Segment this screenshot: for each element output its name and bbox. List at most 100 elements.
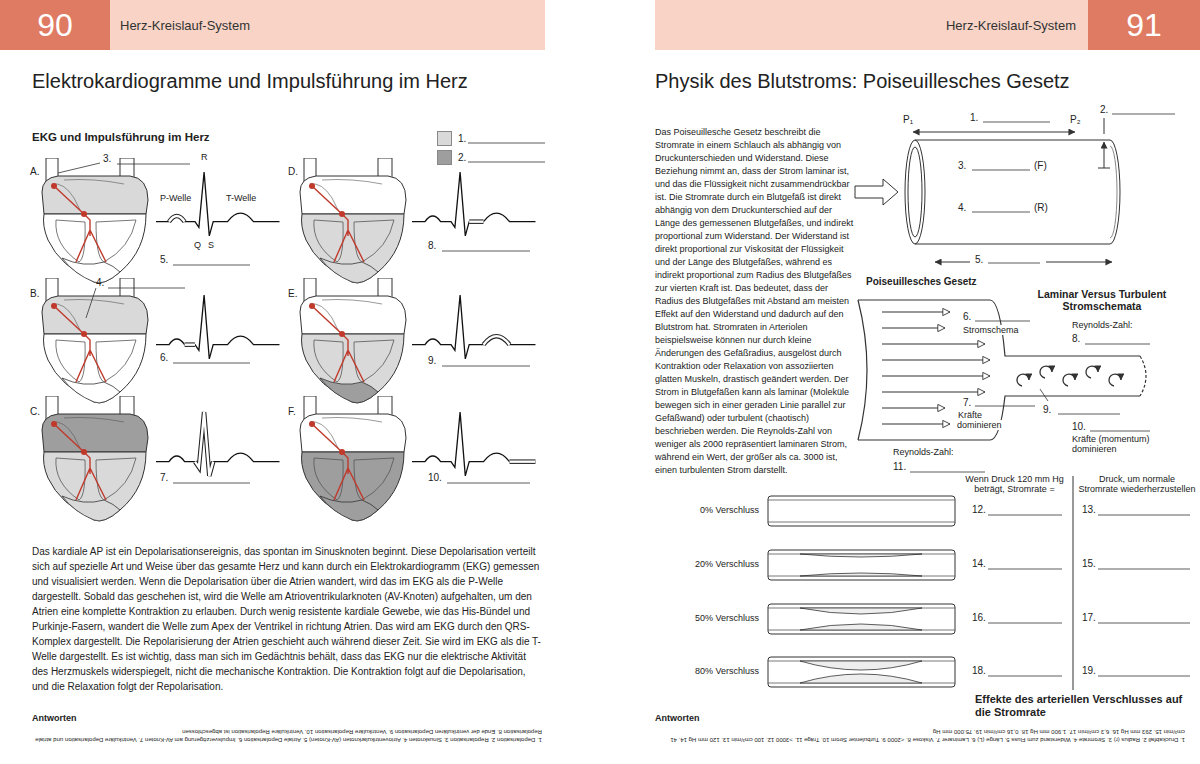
illustration-path — [1017, 374, 1029, 386]
text: Physik des Blutstroms: Poiseuillesches G… — [655, 70, 1070, 92]
text: 0% Verschluss — [700, 505, 759, 515]
illustration-line — [913, 132, 1075, 133]
text: 10. — [428, 472, 442, 483]
illustration-line — [173, 363, 250, 364]
illustration-path — [169, 216, 185, 222]
legend-label: 1. — [458, 133, 466, 144]
illustration-line — [442, 251, 530, 252]
text: Wenn Druck 120 mm Hg beträgt, Stromrate … — [965, 474, 1063, 494]
text: Reynolds-Zahl: — [1072, 320, 1133, 330]
illustration-line — [86, 288, 96, 318]
illustration-line — [1085, 344, 1150, 345]
illustration-line — [1098, 515, 1190, 516]
body-text: Wenn Druck 120 mm Hg beträgt, Stromrate … — [962, 474, 1067, 495]
illustration-path — [858, 300, 867, 440]
illustration-line — [882, 343, 985, 344]
callout-number: 7. — [962, 397, 972, 409]
text: 19. — [1082, 665, 1096, 676]
illustration-path — [156, 172, 280, 236]
text: R — [201, 152, 208, 162]
text: 18. — [972, 665, 986, 676]
illustration-g — [412, 295, 536, 359]
callout-number: 1. — [970, 112, 978, 124]
illustration-g — [412, 172, 536, 236]
text: 16. — [972, 612, 986, 623]
body-text: Das kardiale AP ist ein Depolarisationse… — [32, 544, 542, 694]
label-text: Reynolds-Zahl: — [893, 447, 954, 457]
label-text: P₂ — [1070, 114, 1081, 126]
callout-number: 6. — [962, 311, 972, 323]
callout-number: B. — [30, 288, 39, 300]
illustration-path — [412, 295, 536, 359]
illustration-line — [58, 163, 100, 173]
callout-number: 13. — [1082, 504, 1096, 516]
label-text: (F) — [1034, 160, 1047, 172]
text: (F) — [1034, 160, 1047, 171]
text: 2. — [1100, 104, 1108, 115]
illustration-use — [42, 396, 148, 521]
illustration-g — [156, 172, 280, 236]
illustration-path — [185, 342, 195, 347]
illustration-line — [1112, 114, 1175, 115]
illustration-path — [800, 661, 922, 670]
label-text: Antworten — [655, 713, 700, 723]
callout-number: F. — [288, 406, 296, 418]
illustration-line — [882, 391, 985, 392]
illustration-path — [185, 343, 195, 345]
label-text: R — [201, 152, 208, 162]
body-text: Druck, um normale Stromrate wiederherzus… — [1078, 474, 1196, 495]
occlusion-illustrations — [768, 496, 955, 687]
illustration-line — [972, 170, 1030, 171]
illustration-rect — [768, 550, 955, 580]
illustration-line — [975, 321, 1030, 322]
text: P₂ — [1070, 114, 1081, 125]
text: (R) — [1034, 202, 1048, 213]
illustration-line — [882, 375, 990, 376]
text: Laminar Versus Turbulent Stromschemata — [1038, 288, 1167, 312]
illustration-line — [1058, 414, 1120, 415]
illustration-line — [882, 359, 990, 360]
callout-number: 8. — [428, 240, 436, 252]
illustration-line — [173, 483, 250, 484]
ecg-traces — [156, 172, 536, 476]
text: EKG und Impulsführung im Herz — [32, 131, 210, 143]
illustration-line — [1104, 142, 1105, 168]
label-text: Q — [194, 240, 201, 250]
illustration-g — [156, 412, 280, 476]
illustration-line — [988, 515, 1062, 516]
label-text: Laminar Versus Turbulent Stromschemata — [1022, 288, 1182, 312]
vessel-illustration — [858, 300, 1146, 440]
illustration-line — [972, 212, 1030, 213]
label-text: Stromschema — [962, 325, 1020, 335]
body-text: Kräfte (momentum) dominieren — [1072, 434, 1167, 455]
legend-entry: 1. — [437, 131, 466, 146]
illustration-line — [768, 522, 955, 523]
illustration-line — [468, 162, 545, 163]
text: Druck, um normale Stromrate wiederherzus… — [1078, 474, 1195, 494]
illustration-line — [882, 311, 950, 312]
callout-number: 4. — [958, 202, 966, 214]
illustration-path — [1110, 146, 1117, 238]
illustration-line — [988, 569, 1062, 570]
illustration-path — [1110, 140, 1120, 244]
text: T-Welle — [226, 193, 256, 203]
text: P₁ — [903, 114, 913, 125]
callout-number: 16. — [972, 612, 986, 624]
illustration-line — [988, 263, 1040, 264]
legend-entry: 2. — [437, 150, 466, 165]
illustration-path — [1063, 374, 1075, 386]
text: 15. — [1082, 558, 1096, 569]
illustration-path — [800, 554, 922, 557]
text: 8. — [428, 240, 436, 251]
callout-number: E. — [288, 288, 297, 300]
text: 10. — [1072, 421, 1086, 432]
body-text: 1. Druckabfall 2. Radius (r) 3. Stromrat… — [655, 728, 1185, 744]
illustration-path — [469, 219, 483, 224]
text: Poiseuillesches Gesetz — [866, 276, 977, 287]
text: 20% Verschluss — [695, 559, 759, 569]
illustration-g — [768, 604, 955, 634]
illustration-g — [412, 412, 536, 476]
text: 13. — [1082, 504, 1096, 515]
illustration-line — [117, 164, 190, 165]
